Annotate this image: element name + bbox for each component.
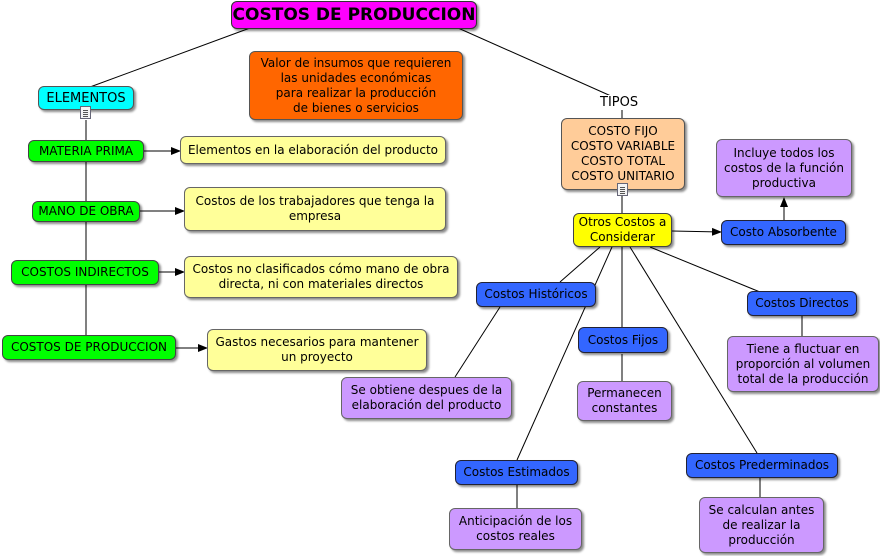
otros-costos-node[interactable]: Otros Costos a Considerar bbox=[573, 213, 672, 247]
document-icon[interactable] bbox=[617, 183, 628, 196]
costos-fijos-node[interactable]: Costos Fijos bbox=[578, 327, 668, 353]
costo-absorbente-node[interactable]: Costo Absorbente bbox=[721, 220, 846, 245]
costos-indirectos-node[interactable]: COSTOS INDIRECTOS bbox=[11, 260, 159, 285]
main-title-node[interactable]: COSTOS DE PRODUCCION bbox=[231, 1, 477, 29]
tipos-list-node[interactable]: COSTO FIJO COSTO VARIABLE COSTO TOTAL CO… bbox=[561, 118, 685, 190]
costos-historicos-node[interactable]: Costos Históricos bbox=[476, 282, 596, 307]
materia-prima-node[interactable]: MATERIA PRIMA bbox=[28, 140, 144, 162]
document-icon[interactable] bbox=[80, 106, 91, 119]
definition-node[interactable]: Valor de insumos que requieren las unida… bbox=[249, 51, 463, 120]
mano-de-obra-desc[interactable]: Costos de los trabajadores que tenga la … bbox=[184, 187, 446, 231]
costos-indirectos-desc[interactable]: Costos no clasificados cómo mano de obra… bbox=[184, 256, 458, 298]
mano-de-obra-node[interactable]: MANO DE OBRA bbox=[32, 201, 140, 222]
costos-directos-desc[interactable]: Tiene a fluctuar en proporción al volume… bbox=[727, 336, 879, 392]
costos-estimados-node[interactable]: Costos Estimados bbox=[455, 460, 578, 485]
costos-directos-node[interactable]: Costos Directos bbox=[747, 291, 857, 316]
materia-prima-desc[interactable]: Elementos en la elaboración del producto bbox=[180, 136, 446, 164]
costos-predeterminados-desc[interactable]: Se calculan antes de realizar la producc… bbox=[699, 497, 824, 553]
costo-absorbente-desc[interactable]: Incluye todos los costos de la función p… bbox=[716, 139, 852, 197]
costos-predeterminados-node[interactable]: Costos Prederminados bbox=[686, 453, 838, 478]
costos-fijos-desc[interactable]: Permanecen constantes bbox=[577, 381, 672, 421]
costos-historicos-desc[interactable]: Se obtiene despues de la elaboración del… bbox=[341, 377, 512, 419]
tipos-label: TIPOS bbox=[598, 95, 641, 110]
costos-estimados-desc[interactable]: Anticipación de los costos reales bbox=[449, 508, 582, 550]
costos-de-produccion-node[interactable]: COSTOS DE PRODUCCION bbox=[2, 335, 176, 360]
costos-de-produccion-desc[interactable]: Gastos necesarios para mantener un proye… bbox=[207, 329, 427, 371]
